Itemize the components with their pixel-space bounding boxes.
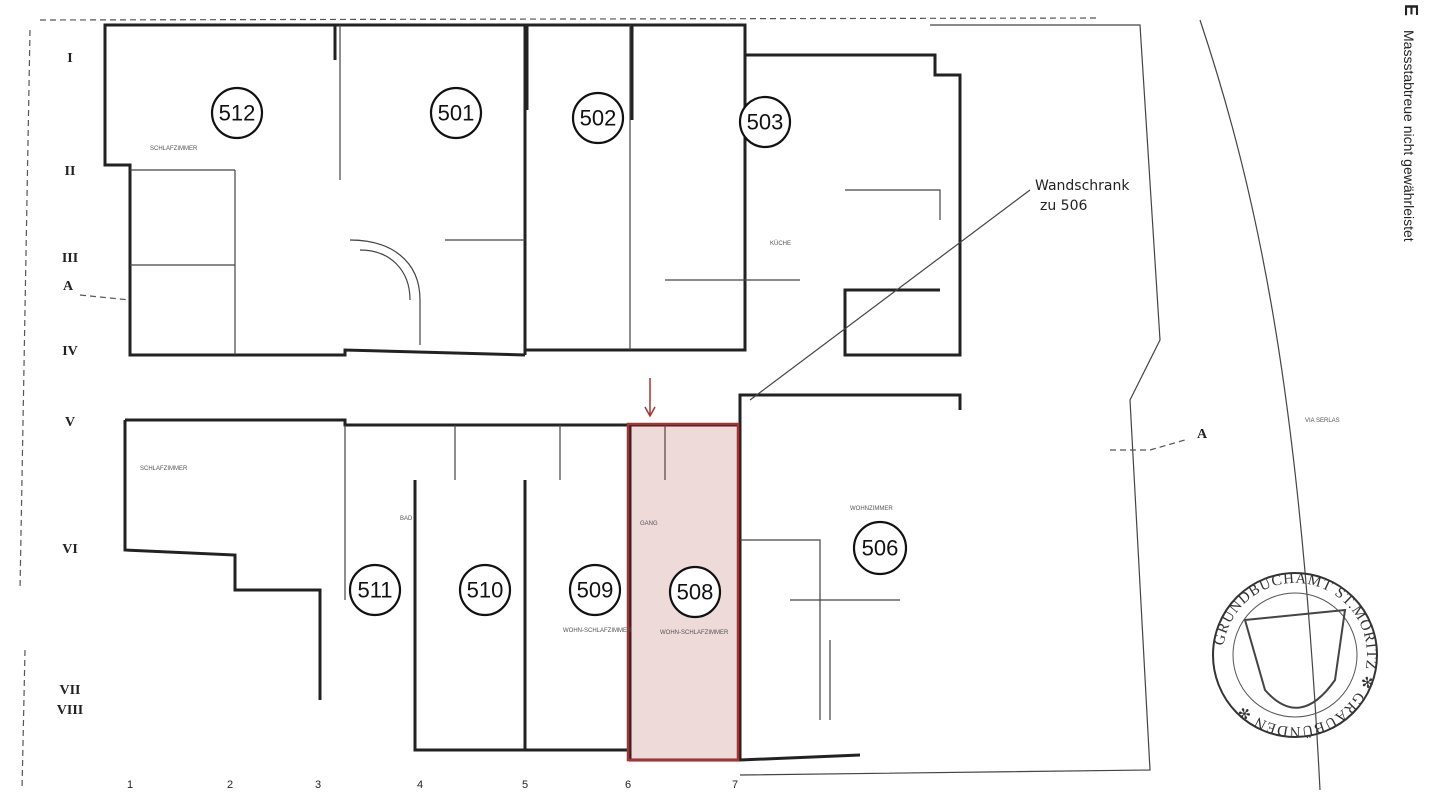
grundbuchamt-stamp: GRUNDBUCHAMT ST.MORITZ ✻ GRAUBÜNDEN ✻ xyxy=(1212,571,1379,740)
svg-text:506: 506 xyxy=(862,536,899,561)
svg-text:508: 508 xyxy=(677,580,714,605)
svg-text:III: III xyxy=(62,251,78,266)
unit-marker-503[interactable]: 503 xyxy=(738,95,792,149)
room-label: BAD xyxy=(400,516,413,522)
svg-text:4: 4 xyxy=(417,779,423,791)
room-label: KÜCHE xyxy=(770,240,791,247)
unit-marker-501[interactable]: 501 xyxy=(429,86,483,140)
sheet-border xyxy=(19,17,1101,791)
svg-text:7: 7 xyxy=(732,779,738,791)
unit-marker-511[interactable]: 511 xyxy=(348,563,402,617)
section-marker-left: A xyxy=(63,279,74,294)
annotation-line2: zu 506 xyxy=(1040,198,1087,214)
disclaimer-strip: E Massstabtreue nicht gewährleistet xyxy=(1385,4,1435,284)
svg-text:512: 512 xyxy=(219,101,256,126)
svg-text:511: 511 xyxy=(357,578,392,603)
wall-top-middle xyxy=(525,23,747,352)
svg-text:VI: VI xyxy=(62,542,78,557)
svg-text:VII: VII xyxy=(59,683,80,698)
wall-503 xyxy=(745,53,962,357)
stair xyxy=(349,239,421,345)
unit-marker-510[interactable]: 510 xyxy=(458,563,512,617)
unit-marker-508[interactable]: 508 xyxy=(668,565,722,619)
room-label: WOHN-SCHLAFZIMMER xyxy=(563,628,632,634)
wall-bottom-block xyxy=(123,393,962,762)
room-label: WOHNZIMMER xyxy=(850,506,893,512)
section-marker-right: A xyxy=(1197,427,1208,442)
svg-text:I: I xyxy=(67,51,72,66)
annotation-leader xyxy=(749,189,1031,401)
columns-top xyxy=(333,25,634,120)
wall-top-block xyxy=(103,23,527,357)
annotation-line1: Wandschrank xyxy=(1035,178,1130,194)
row-axis: I II III IV V VI VII VIII xyxy=(57,51,83,718)
unit-marker-512[interactable]: 512 xyxy=(210,86,264,140)
svg-text:IV: IV xyxy=(62,344,78,359)
column-axis: 1 2 3 4 5 6 7 xyxy=(127,779,738,791)
coat-of-arms-icon xyxy=(1243,608,1347,709)
appendix-letter: E xyxy=(1401,4,1421,17)
svg-text:6: 6 xyxy=(625,779,631,791)
unit-marker-506[interactable]: 506 xyxy=(852,520,908,576)
street-label: VIA SERLAS xyxy=(1305,418,1340,424)
room-label: SCHLAFZIMMER xyxy=(140,466,188,472)
room-label: WOHN-SCHLAFZIMMER xyxy=(660,630,729,636)
unit-marker-502[interactable]: 502 xyxy=(571,91,625,145)
scale-disclaimer: Massstabtreue nicht gewährleistet xyxy=(1401,30,1417,242)
partitions-bottom xyxy=(344,425,900,720)
svg-text:V: V xyxy=(65,415,75,430)
svg-text:2: 2 xyxy=(227,779,233,791)
svg-text:3: 3 xyxy=(315,779,321,791)
room-label: SCHLAFZIMMER xyxy=(150,146,198,152)
building-outline-right xyxy=(739,24,1161,776)
svg-text:GRUNDBUCHAMT ST.MORITZ ✻ GRAUB: GRUNDBUCHAMT ST.MORITZ ✻ GRAUBÜNDEN ✻ xyxy=(1212,571,1379,740)
svg-text:1: 1 xyxy=(127,779,133,791)
unit-marker-509[interactable]: 509 xyxy=(568,563,622,617)
svg-text:501: 501 xyxy=(438,101,475,126)
room-label: GANG xyxy=(640,521,658,527)
svg-text:5: 5 xyxy=(522,779,528,791)
svg-text:II: II xyxy=(65,164,76,179)
svg-text:VIII: VIII xyxy=(57,703,83,718)
svg-text:510: 510 xyxy=(467,578,504,603)
partitions-top xyxy=(130,25,941,355)
svg-text:509: 509 xyxy=(577,578,614,603)
svg-text:502: 502 xyxy=(580,106,617,131)
street-edge xyxy=(1199,19,1321,791)
svg-text:503: 503 xyxy=(747,110,784,135)
section-line xyxy=(79,294,1186,451)
arrow-icon xyxy=(644,378,656,418)
